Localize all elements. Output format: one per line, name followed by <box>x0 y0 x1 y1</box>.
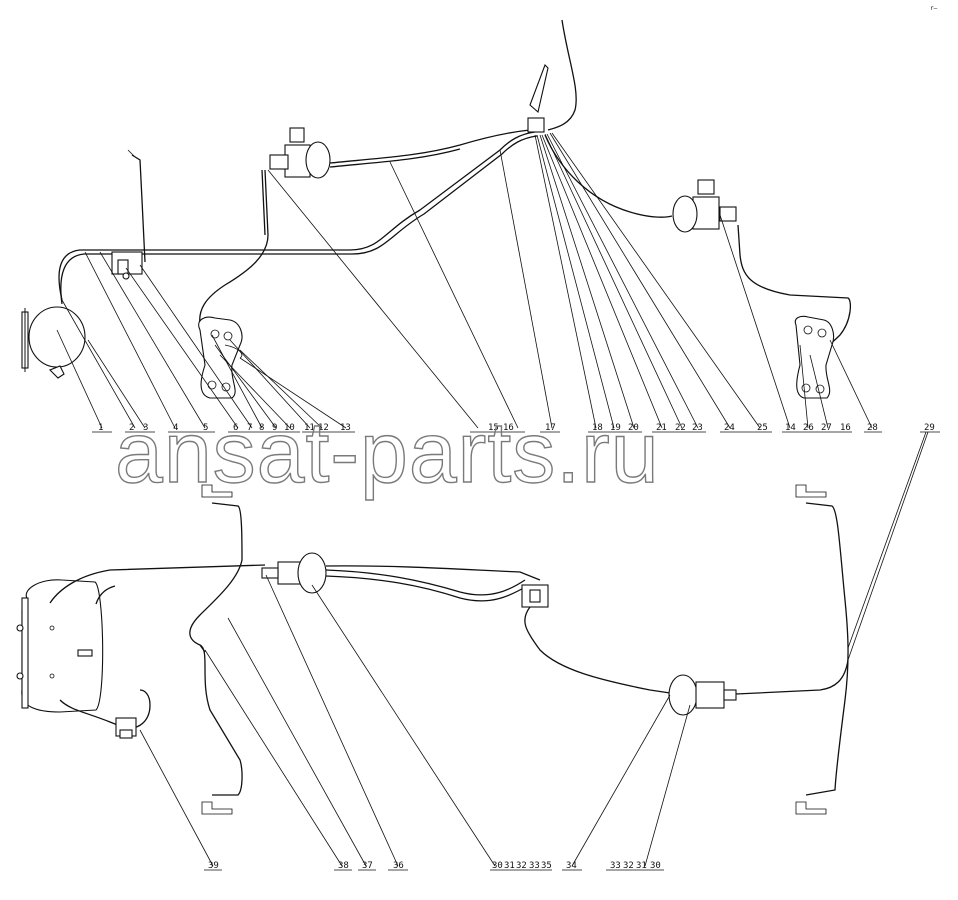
callout-30a: 30 <box>492 861 503 871</box>
callout-29: 29 <box>924 423 935 433</box>
callout-30b: 30 <box>650 861 661 871</box>
callout-19: 19 <box>610 423 621 433</box>
callout-21: 21 <box>656 423 667 433</box>
callout-4: 4 <box>173 423 178 433</box>
callout-3: 3 <box>143 423 148 433</box>
top-callout-numbers: 1 2 3 4 5 6 7 8 9 10 11 12 13 15 16 17 1… <box>98 423 935 433</box>
callout-37: 37 <box>362 861 373 871</box>
callout-9: 9 <box>272 423 277 433</box>
callout-12: 12 <box>318 423 329 433</box>
callout-11: 11 <box>304 423 315 433</box>
top-leader-lines <box>56 132 940 661</box>
bottom-leader-lines <box>139 431 927 871</box>
callout-32b: 32 <box>623 861 634 871</box>
callout-13: 13 <box>340 423 351 433</box>
bottom-callout-numbers: 39 38 37 36 30 31 32 33 35 34 33 32 31 3… <box>208 861 661 871</box>
callout-31b: 31 <box>636 861 647 871</box>
callout-16: 16 <box>503 423 514 433</box>
callout-17: 17 <box>545 423 556 433</box>
callout-2: 2 <box>129 423 134 433</box>
callout-15: 15 <box>488 423 499 433</box>
callout-24: 24 <box>724 423 735 433</box>
callout-20: 20 <box>628 423 639 433</box>
callout-33a: 33 <box>529 861 540 871</box>
callout-5: 5 <box>203 423 208 433</box>
callout-33b: 33 <box>610 861 621 871</box>
callout-36: 36 <box>393 861 404 871</box>
callout-16b: 16 <box>840 423 851 433</box>
callout-39: 39 <box>208 861 219 871</box>
front-brake-assembly <box>21 19 852 399</box>
callout-38: 38 <box>338 861 349 871</box>
callout-1: 1 <box>98 423 103 433</box>
corner-mark: r— <box>930 5 938 12</box>
callout-31a: 31 <box>504 861 515 871</box>
callout-26: 26 <box>803 423 814 433</box>
callout-25: 25 <box>757 423 768 433</box>
callout-28: 28 <box>867 423 878 433</box>
callout-14: 14 <box>785 423 796 433</box>
callout-10: 10 <box>284 423 295 433</box>
callout-35: 35 <box>541 861 552 871</box>
callout-18: 18 <box>592 423 603 433</box>
callout-7: 7 <box>247 423 252 433</box>
callout-8: 8 <box>259 423 264 433</box>
callout-6: 6 <box>233 423 238 433</box>
watermark: ansat-parts.ru <box>115 405 660 501</box>
callout-23: 23 <box>692 423 703 433</box>
rear-brake-assembly <box>16 484 849 815</box>
callout-22: 22 <box>675 423 686 433</box>
callout-32a: 32 <box>516 861 527 871</box>
callout-27: 27 <box>821 423 832 433</box>
callout-34: 34 <box>566 861 577 871</box>
